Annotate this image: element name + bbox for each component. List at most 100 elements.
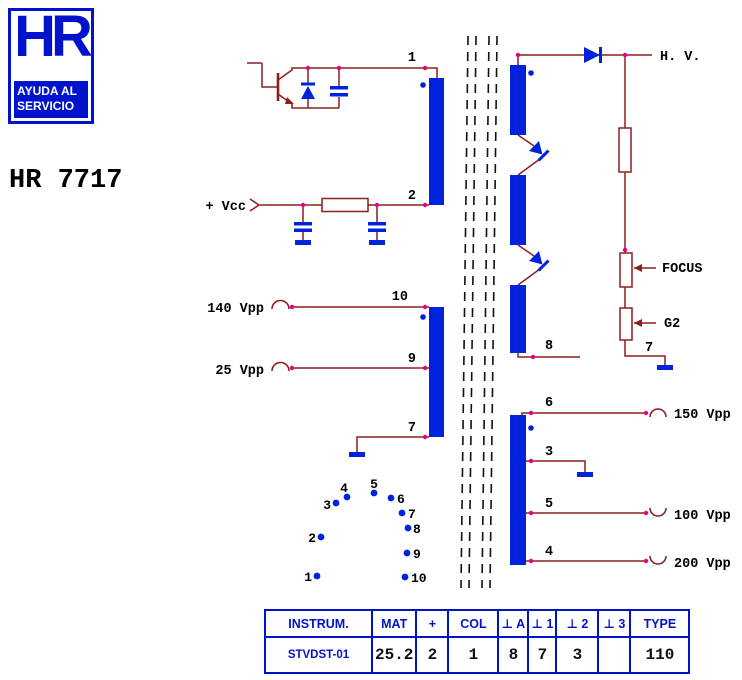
header-plus: +: [415, 609, 450, 638]
header-gnd-a: ⊥ A: [497, 609, 530, 638]
pin-label-6: 6: [545, 396, 553, 411]
value-col: 1: [447, 636, 500, 674]
hr-logo-line2: SERVICIO: [17, 99, 75, 114]
phase-dot: [528, 70, 534, 76]
pin-label-7-sec: 7: [645, 341, 653, 356]
primary-winding-bottom: [429, 307, 444, 437]
header-col: COL: [447, 609, 500, 638]
ground-icon: [349, 452, 365, 457]
pin-label-4: 4: [545, 545, 553, 560]
ground-icon: [577, 472, 593, 477]
pinout-label-4: 4: [340, 481, 348, 496]
pin-label-9: 9: [408, 352, 416, 367]
spec-table-value-row: STVDST-01 25.2 2 1 8 7 3 110: [264, 636, 691, 674]
signal-140vpp: 140 Vpp: [207, 302, 264, 317]
ground-icon: [295, 240, 311, 245]
secondary-winding-2: [510, 175, 526, 245]
hv-bleeder-resistor: [618, 127, 632, 173]
signal-25vpp: 25 Vpp: [215, 364, 264, 379]
g2-potentiometer: [619, 307, 633, 341]
value-gnd-a: 8: [497, 636, 530, 674]
vcc-label: + Vcc: [205, 200, 246, 215]
primary-components: [294, 78, 444, 457]
spec-table-header-row: INSTRUM. MAT + COL ⊥ A ⊥ 1 ⊥ 2 ⊥ 3 TYPE: [264, 609, 691, 638]
pin-label-1: 1: [408, 51, 416, 66]
primary-wiring: [247, 62, 438, 452]
phase-dot: [420, 314, 426, 320]
pin-label-8: 8: [545, 339, 553, 354]
pinout-dot: [401, 573, 409, 581]
pinout-label-1: 1: [304, 570, 312, 585]
phase-dot: [528, 425, 534, 431]
junction-dots: [289, 52, 649, 564]
pin-label-10: 10: [392, 290, 408, 305]
pulse-down-icon: [649, 555, 667, 565]
value-instrum: STVDST-01: [264, 636, 373, 674]
retrace-capacitor-icon: [330, 86, 348, 90]
pinout-dot: [370, 489, 378, 497]
header-gnd-1: ⊥ 1: [527, 609, 558, 638]
pinout-label-10: 10: [411, 571, 427, 586]
pinout-dot: [313, 572, 321, 580]
pin-label-5: 5: [545, 497, 553, 512]
phase-dot: [420, 82, 426, 88]
pin-label-2: 2: [408, 189, 416, 204]
pinout-dot: [398, 509, 406, 517]
pinout-dot: [387, 494, 395, 502]
value-gnd-1: 7: [527, 636, 558, 674]
signal-150vpp: 150 Vpp: [674, 408, 731, 423]
focus-wiper-arrow-icon: [634, 264, 642, 272]
secondary-winding-3: [510, 285, 526, 353]
g2-label: G2: [664, 317, 680, 332]
signal-200vpp: 200 Vpp: [674, 557, 731, 572]
secondary-windings: [510, 65, 673, 565]
header-mat: MAT: [370, 609, 418, 638]
pinout-label-5: 5: [370, 477, 378, 492]
value-gnd-3: [597, 636, 632, 674]
page-title: HR 7717: [9, 166, 123, 196]
pinout-label-6: 6: [397, 492, 405, 507]
hv-label: H. V.: [660, 50, 701, 65]
value-type: 110: [629, 636, 691, 674]
value-mat: 25.2: [370, 636, 418, 674]
pinout-dot: [343, 493, 351, 501]
secondary-winding-4: [510, 415, 526, 565]
core-lines: [460, 35, 498, 589]
hv-diode-icon: [584, 47, 602, 63]
ground-icon: [369, 240, 385, 245]
g2-wiper-arrow-icon: [634, 319, 642, 327]
primary-winding-top: [429, 78, 444, 205]
hr-logo-monogram: HR: [14, 4, 93, 69]
secondary-winding-1: [510, 65, 526, 135]
pin-label-7: 7: [408, 421, 416, 436]
vcc-arrow-icon: [249, 198, 261, 212]
header-instrum: INSTRUM.: [264, 609, 373, 638]
spec-table: INSTRUM. MAT + COL ⊥ A ⊥ 1 ⊥ 2 ⊥ 3 TYPE …: [264, 609, 691, 674]
hr-logo: HR AYUDA AL SERVICIO: [8, 4, 94, 124]
vcc-capacitor-2-icon: [368, 222, 386, 226]
pulse-down-icon: [649, 507, 667, 517]
interstage-diode-2-icon: [529, 251, 550, 272]
pin-label-3: 3: [545, 445, 553, 460]
vcc-capacitor-1-icon: [294, 222, 312, 226]
header-type: TYPE: [629, 609, 691, 638]
transistor-emitter-arrow-icon: [285, 97, 294, 104]
secondary-wiring: [517, 54, 666, 562]
pinout-label-8: 8: [413, 522, 421, 537]
focus-potentiometer: [619, 252, 633, 288]
interstage-diode-1-icon: [529, 141, 550, 162]
hr-logo-band: AYUDA AL SERVICIO: [14, 80, 88, 118]
pinout-label-2: 2: [308, 531, 316, 546]
pinout-dot: [332, 499, 340, 507]
value-plus: 2: [415, 636, 450, 674]
pinout-dot: [404, 524, 412, 532]
pinout-label-3: 3: [323, 498, 331, 513]
hr-logo-line1: AYUDA AL: [17, 83, 78, 98]
pulse-up-icon: [649, 408, 667, 418]
header-gnd-3: ⊥ 3: [597, 609, 632, 638]
pinout-dot: [317, 533, 325, 541]
header-gnd-2: ⊥ 2: [555, 609, 600, 638]
waveform-icons: [271, 299, 667, 565]
pinout-view: 1 2 3 4 5 6 7 8 9 10: [304, 477, 427, 586]
